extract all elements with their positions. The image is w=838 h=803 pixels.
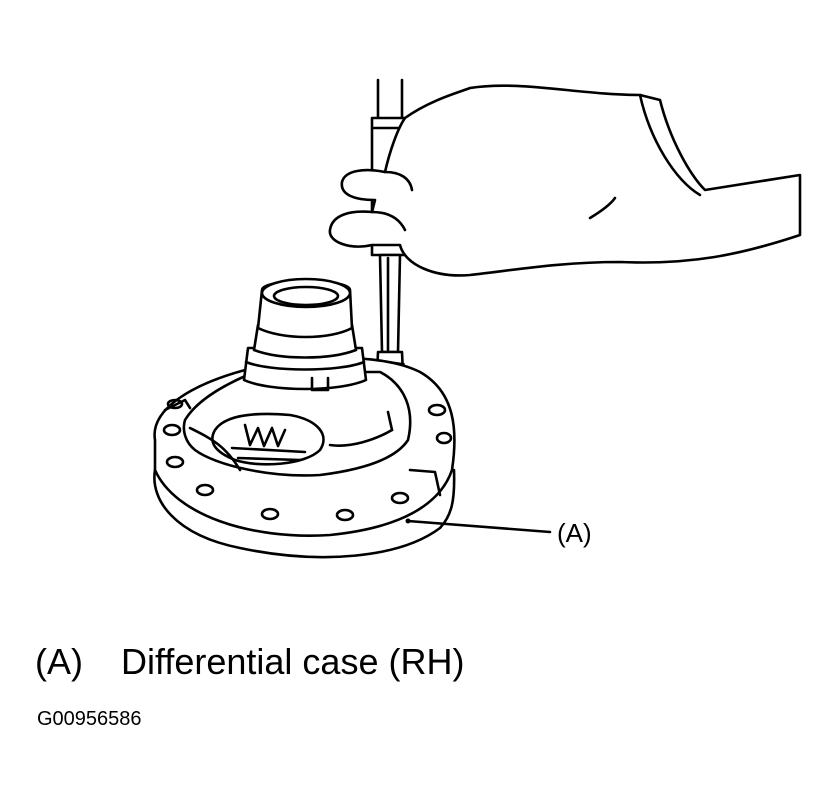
hand-icon bbox=[328, 84, 802, 277]
figure-id: G00956586 bbox=[37, 708, 142, 730]
legend-key: (A) bbox=[35, 641, 83, 682]
legend-text: Differential case (RH) bbox=[121, 641, 465, 682]
legend: (A) Differential case (RH) bbox=[35, 640, 464, 684]
callout-label: (A) bbox=[557, 518, 592, 548]
differential-case-icon bbox=[153, 277, 552, 559]
differential-case-illustration: (A) bbox=[153, 78, 802, 559]
